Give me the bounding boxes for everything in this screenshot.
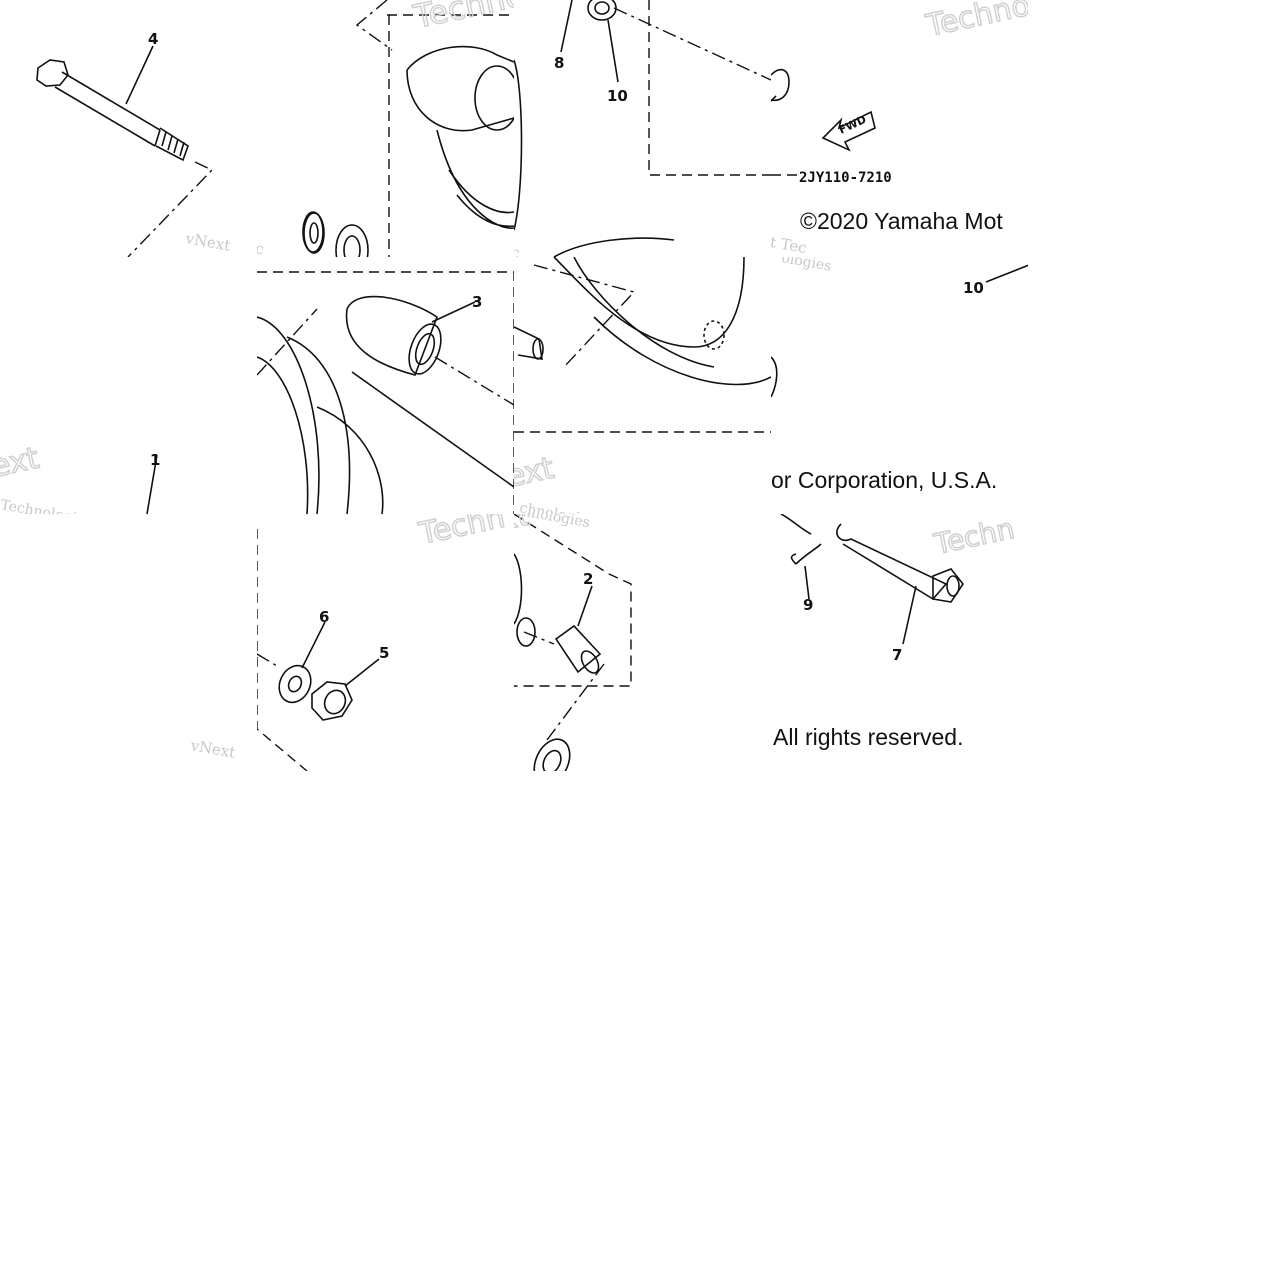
plain-washer-icon [278,664,312,704]
collar-top-icon [406,45,514,132]
svg-text:vNext Tec: vNext Tec [514,231,521,257]
copyright-line-2: or Corporation, U.S.A. [771,467,998,493]
collar-right-icon [771,68,790,102]
svg-text:Techn: Techn [415,514,508,552]
pin-icon [836,523,964,603]
svg-text:Techno: Techno [922,0,1028,44]
svg-text:Tec: Tec [257,236,265,257]
svg-text:Technologies: Technologies [0,497,93,514]
callout-washer-top: 10 [607,87,628,105]
tile-collar-bottom: 2 ext chnologies [514,514,771,771]
svg-text:ologies: ologies [780,257,832,275]
callout-cotter-pin: 9 [803,596,813,614]
svg-text:ext: ext [514,451,557,495]
collar-small-icon [514,326,543,360]
callout-pin: 7 [892,646,902,664]
watermark-techno: Techno [410,0,514,36]
callout-bolt: 4 [148,30,158,48]
tile-collar-top: Techno Tec [257,0,514,257]
callout-bracket: 1 [150,451,160,469]
watermark-vnext: vNext [183,229,231,255]
collar-bottom-icon [554,624,602,674]
copyright-line-1: ©2020 Yamaha Mot [800,208,1003,234]
nut-icon [311,681,353,721]
tile-seal-top: 8 10 vNext Tec [514,0,771,257]
seal-top-icon [587,0,617,21]
callout-collar-top: 3 [472,293,482,311]
svg-text:vNext: vNext [188,736,236,762]
tile-shock-body: vNext chnologies ext [514,257,771,514]
tile-bolt: 4 vNext [0,0,257,257]
bolt-thread-icon [155,127,189,162]
tile-fwd: 2 FWD 2JY110-7210 Techno vNext Tec ©2020… [771,0,1028,257]
collar-mid-icon [345,295,442,376]
bolt-head-icon [36,59,69,87]
callout-collar-bottom: 2 [583,570,593,588]
svg-text:ext: ext [0,441,42,485]
tile-pin: 9 7 Techn vNext All rights reserved. [771,514,1028,771]
part-code: 2JY110-7210 [799,170,892,186]
svg-text:Techn: Techn [931,514,1018,561]
tile-blank: vNext [0,514,257,771]
tile-nut: 6 5 Techn vNext [257,514,514,771]
callout-seal-top: 8 [554,54,564,72]
tile-collar-mid: 3 [257,257,514,514]
callout-washer-right: 10 [963,279,984,297]
callout-plain-washer: 6 [319,608,329,626]
callout-nut: 5 [379,644,389,662]
tile-bracket: 1 ext Technologies [0,257,257,514]
copyright-line-3: All rights reserved. [773,724,964,750]
svg-text:chnologies: chnologies [518,500,596,514]
tile-washer-right: 10 ologies or Corporation, U.S.A. [771,257,1028,514]
cotter-pin-icon [790,543,822,565]
fwd-arrow-icon: FWD [821,110,876,152]
